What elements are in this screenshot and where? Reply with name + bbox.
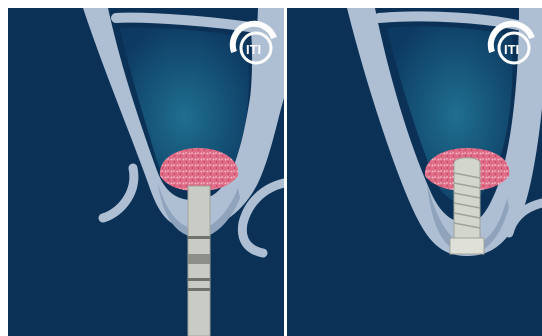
panel-osteotome: ITI [8, 8, 284, 336]
panel-osteotome-svg: ITI [8, 8, 284, 336]
panel-implant: ITI [287, 8, 542, 336]
logo-text: ITI [504, 42, 519, 57]
panel-implant-svg: ITI [287, 8, 542, 336]
logo-text: ITI [246, 42, 261, 57]
dental-implant [450, 158, 484, 254]
osteotome-instrument [188, 186, 210, 336]
panel-divider [284, 8, 287, 336]
